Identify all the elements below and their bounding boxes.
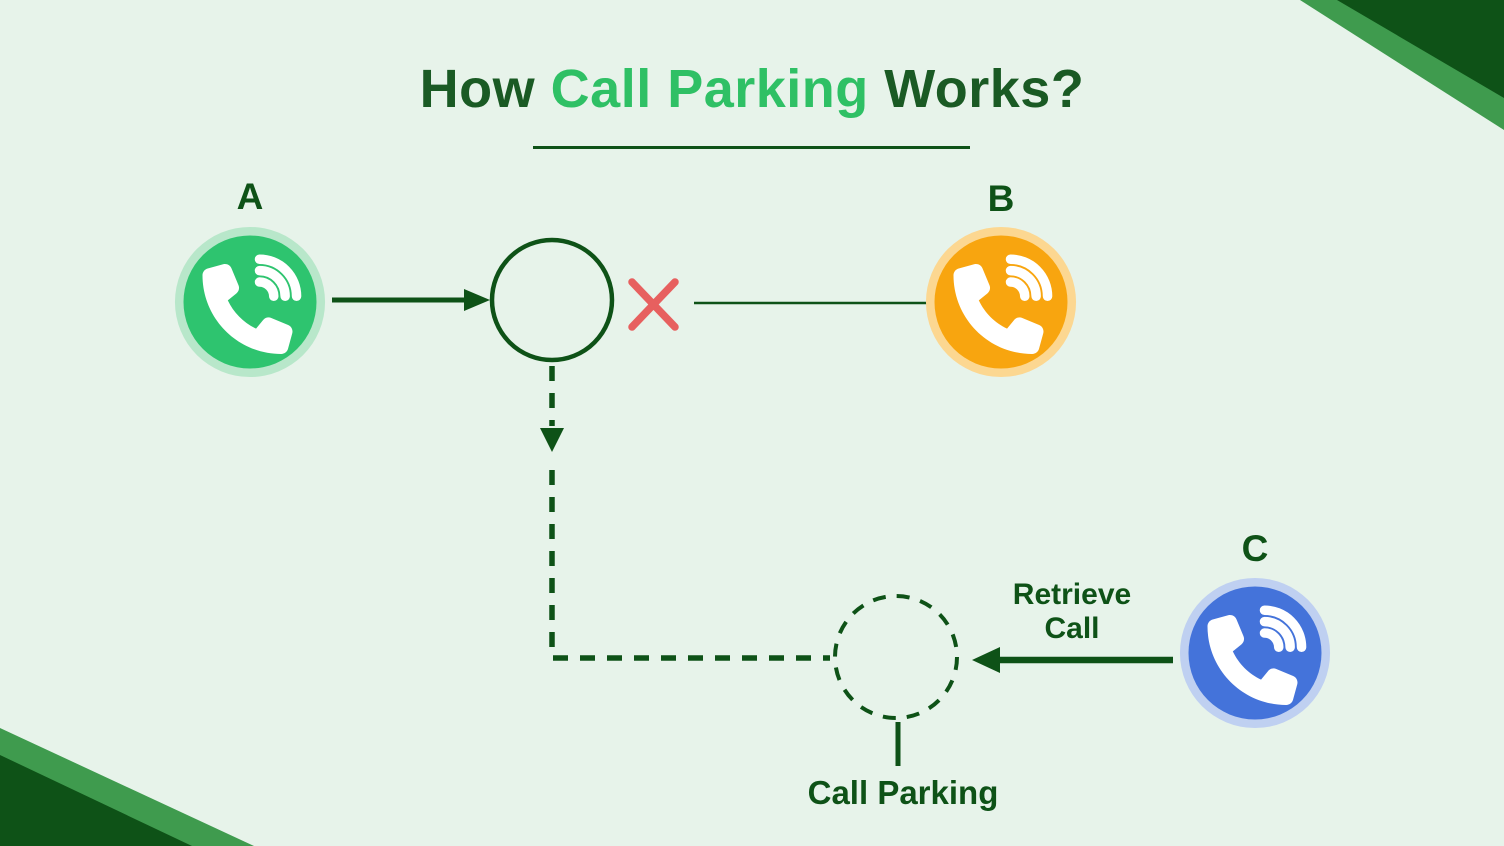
call-parking-label: Call Parking bbox=[807, 774, 999, 811]
page-title: How Call Parking Works? bbox=[0, 58, 1504, 120]
park-slot-circle bbox=[833, 594, 959, 720]
retrieve-call-label: Retrieve Call bbox=[992, 578, 1152, 646]
corner-dark bbox=[0, 755, 192, 846]
badge-circle bbox=[1188, 586, 1322, 720]
caller-b-badge bbox=[925, 226, 1077, 378]
corner-decoration-top-right bbox=[1300, 0, 1504, 130]
corner-decoration-bottom-left bbox=[0, 728, 254, 846]
connector-group bbox=[332, 237, 1173, 766]
retrieve-call-line2: Call bbox=[1044, 612, 1100, 645]
caller-b-label: B bbox=[987, 178, 1015, 219]
phone-call-icon bbox=[953, 254, 1053, 354]
phone-call-icon bbox=[202, 254, 302, 354]
title-post: Works? bbox=[868, 59, 1085, 119]
hold-circle bbox=[489, 237, 615, 363]
badge-circle bbox=[934, 235, 1068, 369]
arrowhead-right-icon bbox=[464, 289, 490, 311]
title-underline bbox=[533, 146, 970, 149]
arrowheads bbox=[464, 289, 1000, 673]
caller-a-badge bbox=[174, 226, 326, 378]
dashed-park-path bbox=[549, 470, 830, 661]
caller-a-label: A bbox=[236, 176, 264, 217]
caller-c-label: C bbox=[1241, 528, 1269, 569]
caller-c-badge bbox=[1179, 577, 1331, 729]
retrieve-call-line1: Retrieve bbox=[1012, 578, 1132, 611]
title-pre: How bbox=[419, 59, 551, 119]
arrowhead-left-icon bbox=[972, 647, 1000, 673]
corner-dark bbox=[1337, 0, 1504, 98]
badge-circle bbox=[183, 235, 317, 369]
failed-call-x-icon bbox=[628, 278, 679, 331]
arrowhead-down-icon bbox=[540, 428, 564, 452]
phone-call-icon bbox=[1207, 605, 1307, 705]
title-highlight: Call Parking bbox=[550, 59, 869, 119]
